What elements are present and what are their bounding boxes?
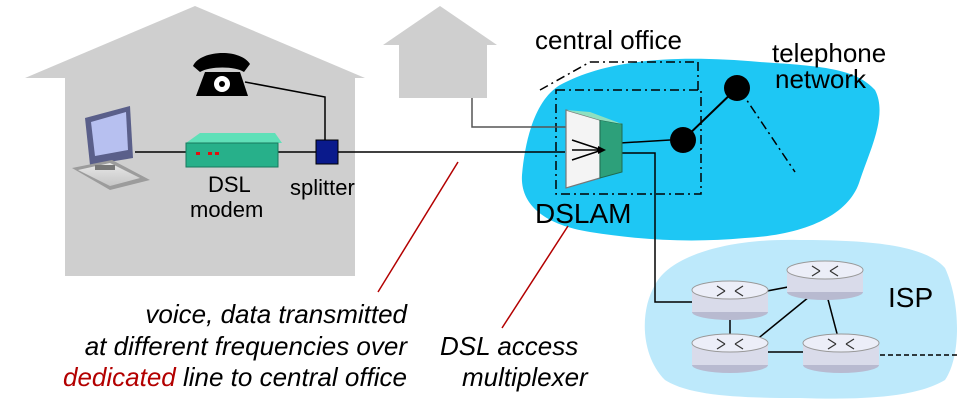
isp-router-2	[786, 260, 864, 300]
dslam-isp-line	[620, 152, 695, 303]
dedicated-word: dedicated	[63, 362, 176, 392]
telephone-network-label-line1: telephone	[772, 38, 887, 68]
central-office-label: central office	[535, 25, 682, 55]
dsl-modem-icon	[185, 133, 282, 168]
co-house-line	[471, 98, 566, 128]
voice-annotation-line2: at different frequencies over	[84, 331, 407, 361]
tel-switch-node-2	[724, 75, 750, 101]
dslam-label: DSLAM	[535, 198, 632, 229]
central-office-boundary	[555, 89, 702, 195]
dslam-annotation-line1: DSL access	[440, 331, 579, 361]
isp-router-3	[691, 333, 769, 373]
dsl-modem-label-line1: DSL	[208, 172, 251, 197]
computer-icon	[72, 106, 150, 190]
isp-router-4	[802, 333, 880, 373]
voice-annotation-line1: voice, data transmitted	[145, 299, 407, 329]
isp-label: ISP	[888, 282, 934, 313]
central-office-house-shape	[383, 6, 497, 98]
telephone-network-label-line2: network	[775, 64, 867, 94]
tel-switch-node-1	[670, 127, 696, 153]
dslam-pointer-line	[501, 225, 569, 329]
splitter-label: splitter	[290, 175, 355, 200]
voice-pointer-line	[377, 161, 459, 293]
phone-splitter-line	[244, 81, 326, 140]
voice-annotation-line3-rest: line to central office	[175, 362, 407, 392]
voice-annotation-line3: dedicated line to central office	[63, 362, 407, 393]
dslam-icon	[565, 109, 623, 189]
isp-router-1	[691, 280, 769, 320]
dsl-modem-label-line2: modem	[190, 197, 264, 222]
telephone-icon	[193, 52, 250, 96]
dslam-annotation-line2: multiplexer	[462, 362, 588, 392]
telephone-network-boundary-line	[739, 89, 796, 173]
dslam-phone-line	[619, 139, 671, 144]
splitter-icon	[315, 139, 339, 165]
